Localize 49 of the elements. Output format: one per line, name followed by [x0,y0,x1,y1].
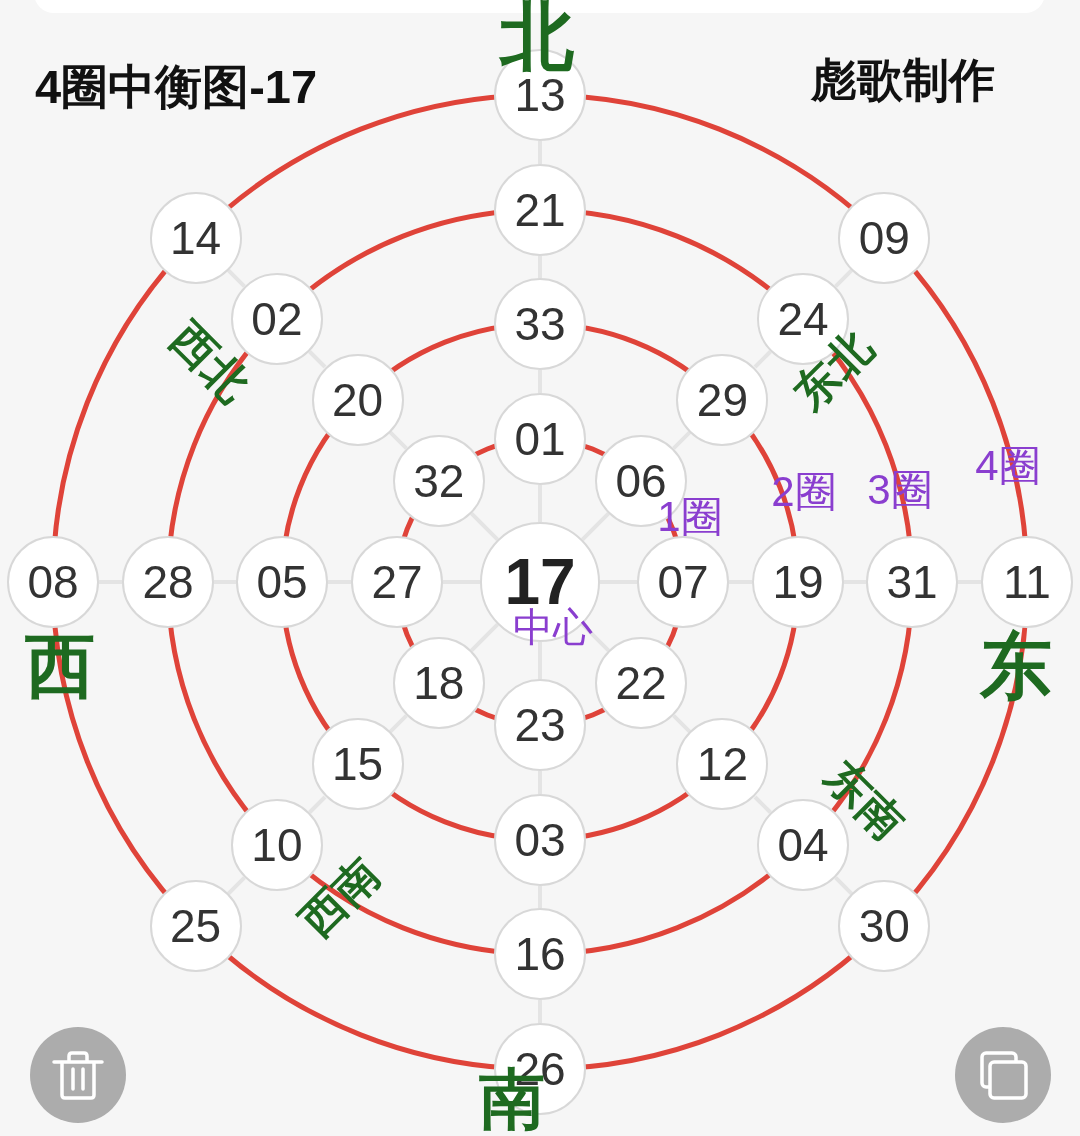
number: 11 [1003,559,1051,605]
number: 12 [696,741,748,788]
number: 29 [696,376,748,423]
number: 23 [514,702,566,748]
title: 4圈中衡图-17 [35,62,318,110]
center-label: 中心 [513,607,593,647]
spoke-line [753,350,772,369]
spoke-line [470,512,499,541]
number: 07 [657,559,709,605]
number: 31 [886,559,938,605]
spoke-line [470,623,499,652]
number: 25 [170,903,222,950]
number: 10 [251,822,303,869]
spoke-line [581,623,610,652]
spoke-line [226,876,246,896]
number: 22 [615,660,667,707]
spoke-line [308,350,327,369]
number: 14 [170,214,222,261]
number: 01 [514,416,566,462]
direction-label: 北 [500,0,574,74]
number: 04 [777,822,829,869]
spoke-line [388,714,408,734]
number: 19 [772,559,824,605]
number: 05 [256,559,308,605]
number: 08 [27,559,79,605]
number: 30 [858,903,910,950]
spoke-line [388,430,408,450]
number: 13 [514,72,566,118]
spoke-line [672,714,692,734]
number: 21 [514,187,566,233]
number: 32 [413,457,465,504]
number: 09 [858,214,910,261]
spoke-line [581,512,610,541]
number: 15 [332,741,384,788]
number: 16 [514,931,566,977]
spoke-line [834,876,854,896]
number: 28 [142,559,194,605]
number: 02 [251,295,303,342]
spoke-line [308,795,327,814]
author-credit: 彪歌制作 [811,57,995,103]
number: 18 [413,660,465,707]
number: 27 [371,559,423,605]
spoke-line [672,430,692,450]
number: 33 [514,301,566,347]
spoke-line [753,795,772,814]
number: 03 [514,817,566,863]
number: 20 [332,376,384,423]
spoke-line [834,268,854,288]
spoke-line [226,268,246,288]
